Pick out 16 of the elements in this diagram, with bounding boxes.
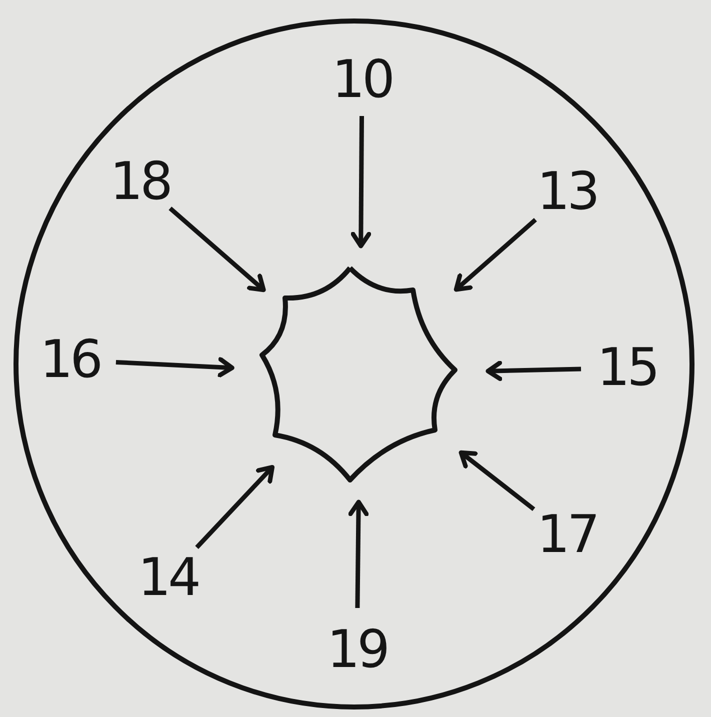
arrow: [116, 357, 234, 378]
callout-number: 13: [536, 166, 598, 218]
callout-number: 16: [40, 334, 100, 386]
arrow: [486, 360, 582, 382]
arrow: [195, 464, 275, 549]
arrow: [458, 450, 536, 511]
callout-number: 14: [138, 552, 198, 604]
callout-number: 15: [596, 342, 658, 394]
callout-number: 17: [536, 509, 598, 561]
arrow: [454, 218, 537, 292]
callout-number: 10: [332, 54, 392, 106]
arrow: [350, 116, 372, 248]
callout-number: 18: [110, 156, 170, 208]
arrow: [168, 206, 266, 292]
callout-number: 19: [326, 624, 388, 676]
arrow: [348, 500, 369, 608]
